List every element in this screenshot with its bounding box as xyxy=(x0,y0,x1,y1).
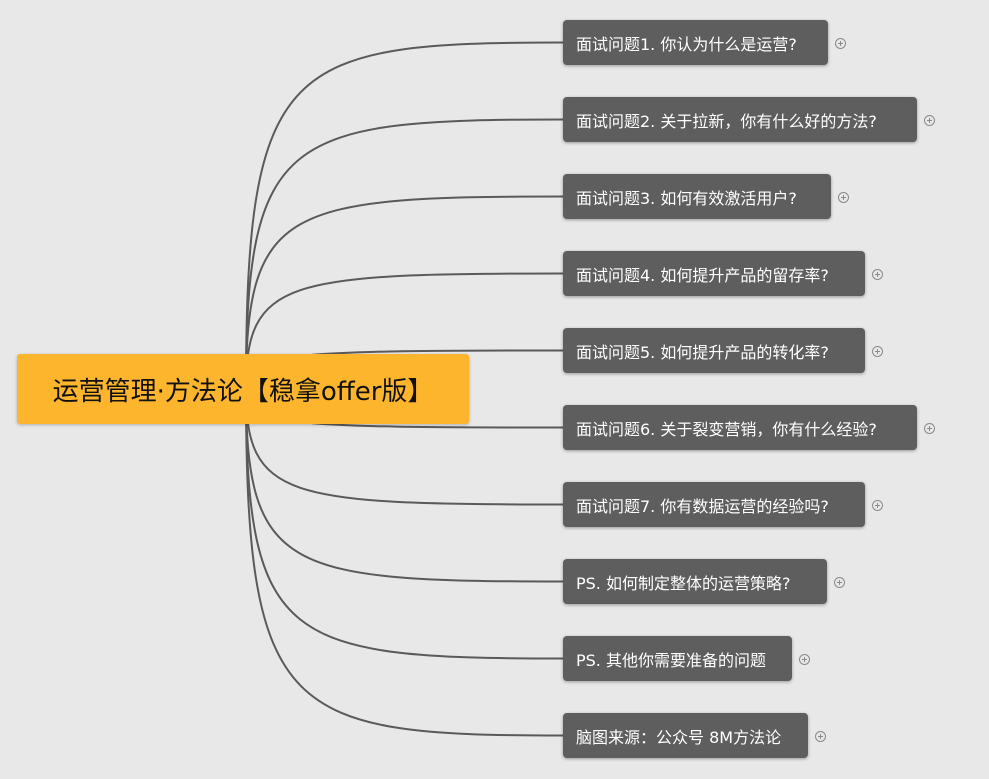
connector-line xyxy=(245,388,564,660)
expand-plus-icon[interactable] xyxy=(835,38,846,49)
topic-label: 面试问题7. 你有数据运营的经验吗? xyxy=(576,496,829,516)
topic-label: 面试问题4. 如何提升产品的留存率? xyxy=(576,265,829,285)
topic-question-4[interactable]: 面试问题4. 如何提升产品的留存率? xyxy=(563,251,865,296)
topic-question-5[interactable]: 面试问题5. 如何提升产品的转化率? xyxy=(563,328,865,373)
topic-source[interactable]: 脑图来源：公众号 8M方法论 xyxy=(563,713,808,758)
expand-plus-icon[interactable] xyxy=(924,115,935,126)
root-topic[interactable]: 运营管理·方法论【稳拿offer版】 xyxy=(17,354,469,424)
topic-ps-other-questions[interactable]: PS. 其他你需要准备的问题 xyxy=(563,636,792,681)
topic-label: 面试问题5. 如何提升产品的转化率? xyxy=(576,342,829,362)
expand-plus-icon[interactable] xyxy=(799,654,810,665)
expand-plus-icon[interactable] xyxy=(838,192,849,203)
connector-line xyxy=(245,272,564,390)
connector-line xyxy=(245,388,564,737)
connector-line xyxy=(245,118,564,390)
topic-question-3[interactable]: 面试问题3. 如何有效激活用户? xyxy=(563,174,831,219)
connector-line xyxy=(245,388,564,506)
topic-question-7[interactable]: 面试问题7. 你有数据运营的经验吗? xyxy=(563,482,865,527)
topic-label: 面试问题2. 关于拉新，你有什么好的方法? xyxy=(576,111,877,131)
topic-question-2[interactable]: 面试问题2. 关于拉新，你有什么好的方法? xyxy=(563,97,917,142)
topic-label: 脑图来源：公众号 8M方法论 xyxy=(576,727,782,747)
topic-question-6[interactable]: 面试问题6. 关于裂变营销，你有什么经验? xyxy=(563,405,917,450)
topic-question-1[interactable]: 面试问题1. 你认为什么是运营? xyxy=(563,20,828,65)
expand-plus-icon[interactable] xyxy=(872,500,883,511)
connector-line xyxy=(245,195,564,390)
expand-plus-icon[interactable] xyxy=(872,269,883,280)
root-topic-label: 运营管理·方法论【稳拿offer版】 xyxy=(52,376,434,407)
topic-label: 面试问题1. 你认为什么是运营? xyxy=(576,34,797,54)
expand-plus-icon[interactable] xyxy=(815,731,826,742)
expand-plus-icon[interactable] xyxy=(872,346,883,357)
topic-label: 面试问题3. 如何有效激活用户? xyxy=(576,188,797,208)
expand-plus-icon[interactable] xyxy=(834,577,845,588)
connector-line xyxy=(245,388,564,583)
topic-ps-strategy[interactable]: PS. 如何制定整体的运营策略? xyxy=(563,559,827,604)
topic-label: PS. 如何制定整体的运营策略? xyxy=(576,573,791,593)
expand-plus-icon[interactable] xyxy=(924,423,935,434)
topic-label: PS. 其他你需要准备的问题 xyxy=(576,650,766,670)
connector-line xyxy=(245,41,564,390)
topic-label: 面试问题6. 关于裂变营销，你有什么经验? xyxy=(576,419,877,439)
